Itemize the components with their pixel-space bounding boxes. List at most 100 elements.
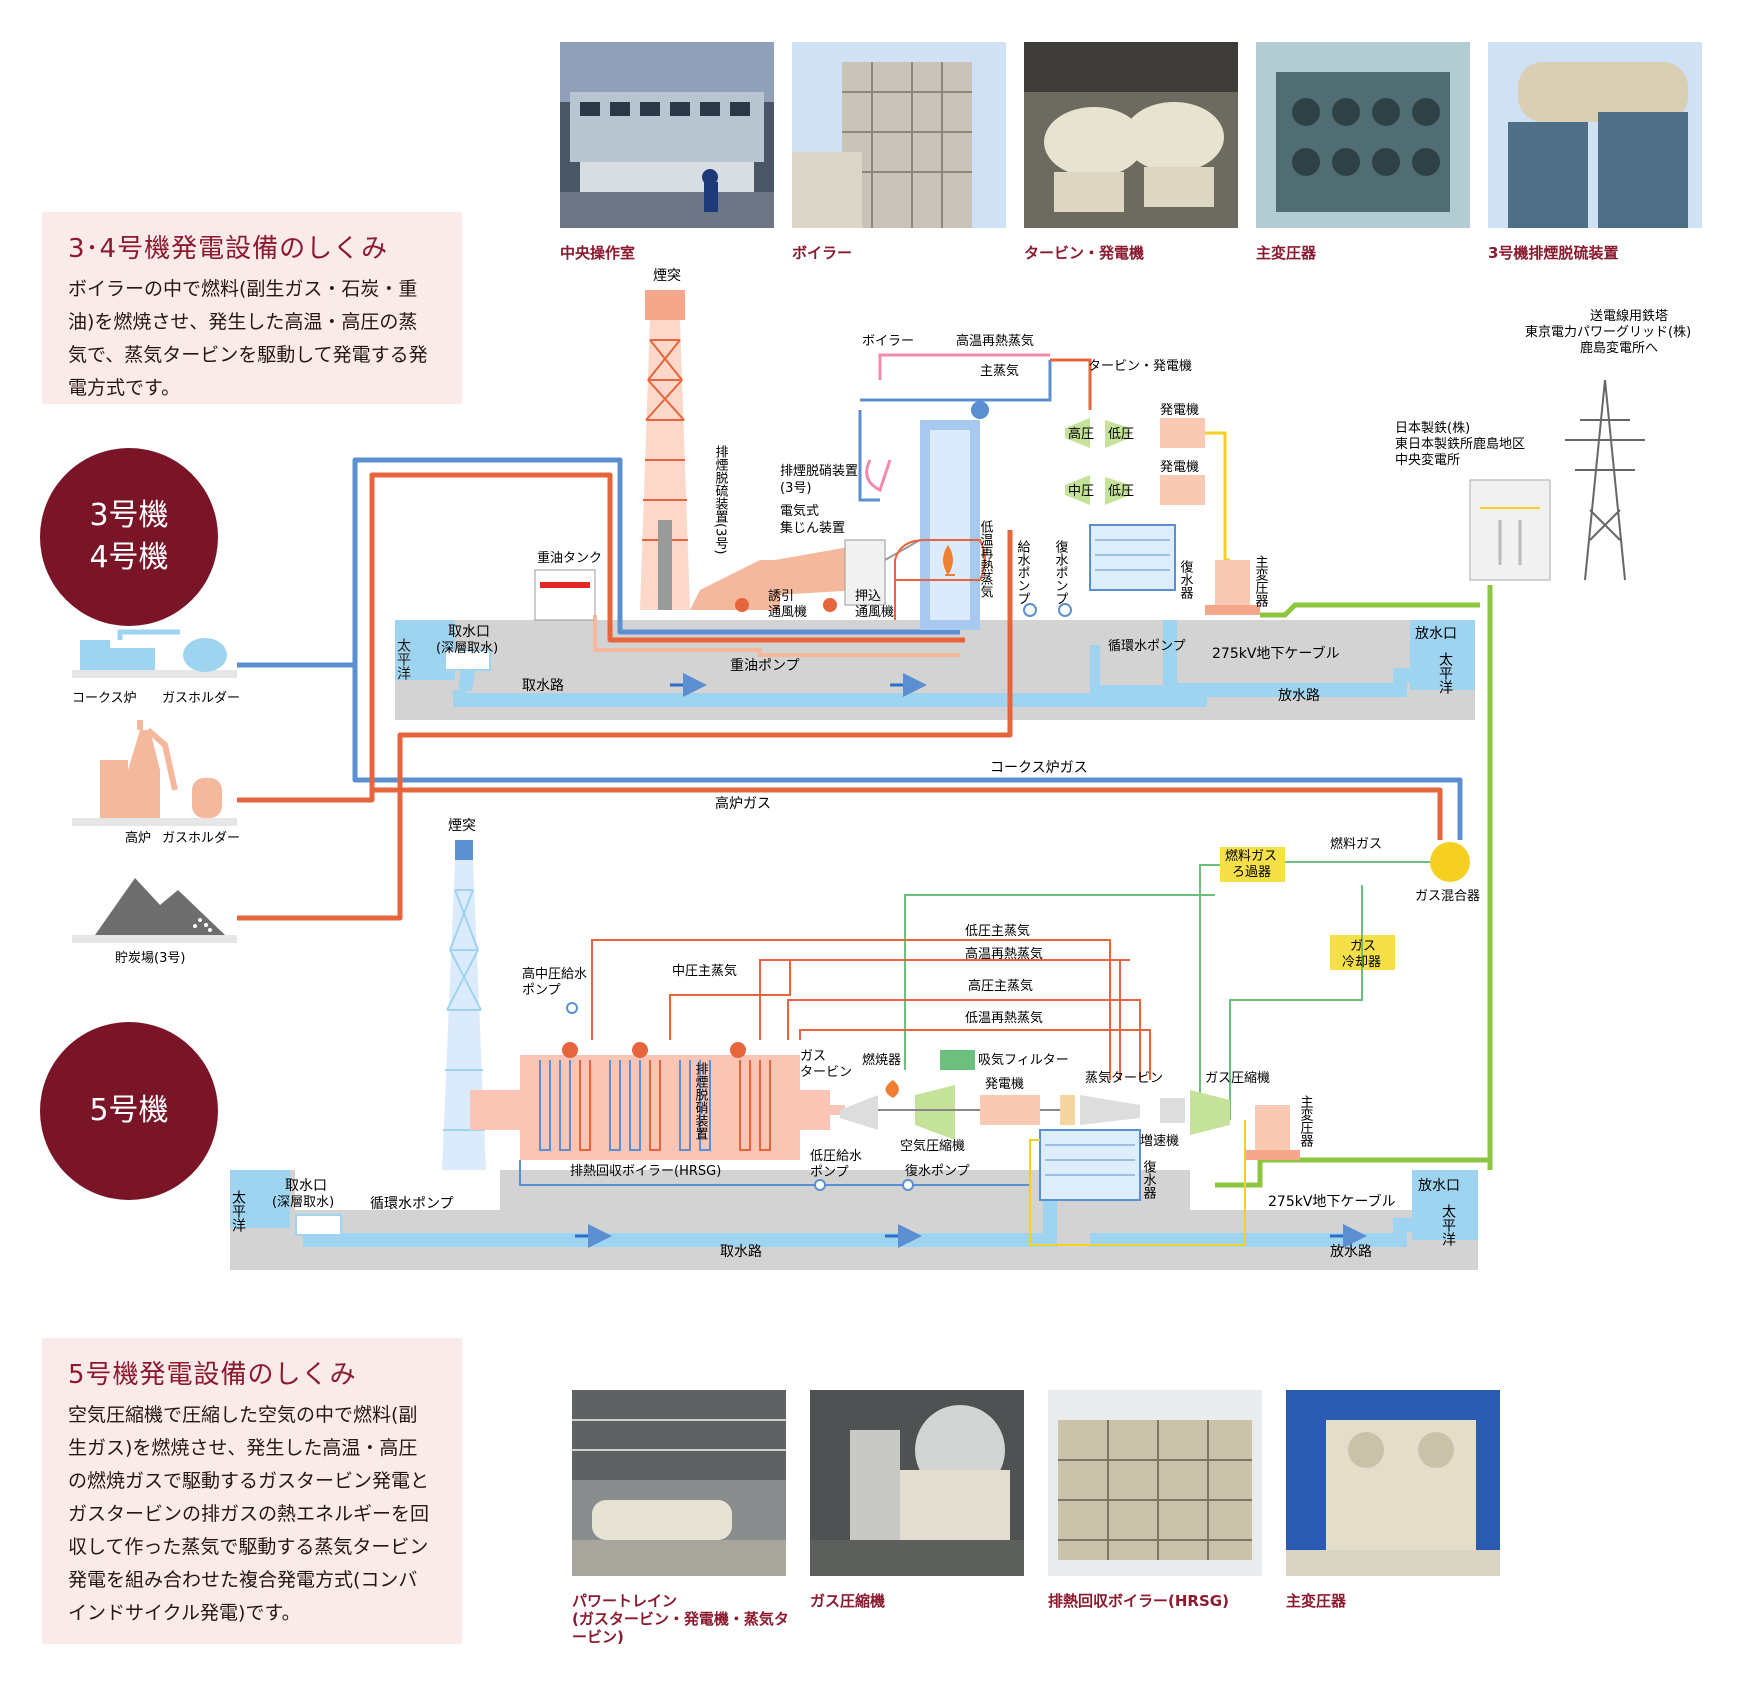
unit-badge-5: 5号機 bbox=[40, 1022, 218, 1200]
scr-5-label: 排煙脱硝装置 bbox=[693, 1062, 709, 1140]
unit-badge-5-label: 5号機 bbox=[89, 1093, 169, 1128]
combustor-label: 燃焼器 bbox=[862, 1052, 901, 1068]
intake-label-34: 取水口 bbox=[448, 624, 490, 640]
photo-hrsg bbox=[1048, 1390, 1262, 1576]
info-title-34: 3･4号機発電設備のしくみ bbox=[68, 234, 389, 264]
idf-label-1: 誘引 bbox=[768, 589, 794, 604]
fdf-label-2: 通風機 bbox=[855, 605, 894, 620]
pacific-left-5: 太平洋 bbox=[230, 1190, 246, 1232]
air-comp-label: 空気圧縮機 bbox=[900, 1138, 965, 1154]
boiler-34-icon bbox=[858, 353, 1052, 630]
esp-label-1: 電気式 bbox=[780, 503, 819, 519]
nsc-label-2: 東日本製鉄所鹿島地区 bbox=[1395, 436, 1525, 452]
info-box-units-34: 3･4号機発電設備のしくみ ボイラーの中で燃料(副生ガス・石炭・重油)を燃焼させ… bbox=[42, 212, 462, 404]
flue-gas-system-icon bbox=[690, 539, 921, 612]
tower-label-1: 送電線用鉄塔 bbox=[1590, 308, 1668, 324]
gen1-label: 発電機 bbox=[1160, 403, 1199, 418]
ip-label: 中圧 bbox=[1068, 484, 1094, 499]
coal-line bbox=[237, 530, 1013, 921]
chimney-34-icon bbox=[640, 290, 690, 610]
photo-turbine bbox=[1024, 42, 1238, 228]
photo-boiler bbox=[792, 42, 1006, 228]
power-train-photo-icon bbox=[572, 1390, 786, 1576]
gas-comp-label: ガス圧縮機 bbox=[1205, 1070, 1270, 1086]
lp2-label: 低圧 bbox=[1108, 484, 1134, 499]
turbine-photo-icon bbox=[1024, 42, 1238, 228]
control-room-photo-icon bbox=[560, 42, 774, 228]
unit-badge-3-label: 3号機 bbox=[89, 498, 169, 533]
gearbox-label: 増速機 bbox=[1140, 1134, 1179, 1149]
fdf-label-1: 押込 bbox=[855, 589, 881, 604]
blast-furnace-label: 高炉 bbox=[125, 830, 151, 846]
nsc-label-3: 中央変電所 bbox=[1395, 452, 1460, 468]
caption-transformer-bottom: 主変圧器 bbox=[1286, 1592, 1347, 1610]
gas-compressor-photo-icon bbox=[810, 1390, 1024, 1576]
intake-sub-34: (深層取水) bbox=[436, 641, 498, 656]
photo-desulfurization bbox=[1488, 42, 1702, 228]
substation-icon bbox=[1469, 479, 1551, 1170]
coke-gas-header bbox=[352, 665, 1463, 840]
lp-feed-label-2: ポンプ bbox=[810, 1165, 849, 1180]
coke-oven-label: コークス炉 bbox=[72, 691, 137, 706]
gt-label-1: ガス bbox=[800, 1049, 826, 1064]
fuel-gas-label: 燃料ガス bbox=[1330, 836, 1382, 852]
coal-yard-icon bbox=[72, 878, 237, 943]
circ-pump-label-34: 循環水ポンプ bbox=[1108, 639, 1186, 654]
photo-gas-compressor bbox=[810, 1390, 1024, 1576]
gas-cooler-label-1: ガス bbox=[1350, 939, 1376, 954]
info-body-5: 空気圧縮機で圧縮した空気の中で燃料(副生ガス)を燃焼させ、発生した高温・高圧の燃… bbox=[68, 1404, 430, 1624]
gen-5-label: 発電機 bbox=[985, 1077, 1024, 1092]
discharge-label-34: 放水路 bbox=[1278, 688, 1320, 704]
gas-mixer-label: ガス混合器 bbox=[1415, 889, 1480, 904]
photo-control-room bbox=[560, 42, 774, 228]
intake-label-5: 取水口 bbox=[285, 1178, 327, 1194]
unit-badge-4-label: 4号機 bbox=[89, 540, 169, 575]
cable-label-5: 275kV地下ケーブル bbox=[1268, 1193, 1396, 1210]
air-filter-label: 吸気フィルター bbox=[978, 1052, 1069, 1068]
cable-label-34: 275kV地下ケーブル bbox=[1212, 645, 1340, 662]
cond-pump-label: 復水ポンプ bbox=[1053, 539, 1069, 605]
chimney-34-label: 煙突 bbox=[653, 268, 681, 284]
condenser-5-label: 復水器 bbox=[1141, 1159, 1157, 1200]
circ-pump-label-5: 循環水ポンプ bbox=[370, 1196, 454, 1212]
idf-label-2: 通風機 bbox=[768, 605, 807, 620]
caption-gas-compressor: ガス圧縮機 bbox=[810, 1592, 886, 1610]
coke-oven-icon bbox=[72, 629, 237, 678]
cr-steam-label: 低温再熱蒸気 bbox=[965, 1010, 1043, 1026]
caption-hrsg: 排熱回収ボイラー(HRSG) bbox=[1048, 1592, 1229, 1610]
caption-turbine: タービン・発電機 bbox=[1024, 244, 1145, 262]
intake-channel-5: 取水路 bbox=[720, 1244, 762, 1260]
caption-control-room: 中央操作室 bbox=[560, 244, 636, 262]
gas-cooler-label-2: 冷却器 bbox=[1342, 955, 1381, 970]
discharge-label-5: 放水路 bbox=[1330, 1244, 1372, 1260]
gt-label-2: タービン bbox=[800, 1065, 852, 1080]
tower-label-3: 鹿島変電所へ bbox=[1580, 340, 1658, 356]
gas-holder-2-label: ガスホルダー bbox=[162, 831, 240, 846]
gen2-label: 発電機 bbox=[1160, 460, 1199, 475]
denitration-label: 排煙脱硝装置 bbox=[780, 464, 858, 479]
steam-turbine-label: 蒸気タービン bbox=[1085, 1070, 1163, 1086]
coal-yard-label: 貯炭場(3号) bbox=[115, 951, 185, 966]
hip-pump-label-2: ポンプ bbox=[522, 983, 561, 998]
cold-reheat-label: 低温再熱蒸気 bbox=[978, 520, 994, 599]
power-train-5-icon bbox=[840, 1050, 1300, 1246]
photo-transformer-top bbox=[1256, 42, 1470, 228]
bf-gas-label: 高炉ガス bbox=[715, 795, 771, 812]
hot-reheat-label: 高温再熱蒸気 bbox=[956, 333, 1034, 349]
hrsg-label: 排熱回収ボイラー(HRSG) bbox=[570, 1164, 721, 1179]
pacific-left-34: 太平洋 bbox=[395, 638, 411, 680]
turbine-gen-label: タービン・発電機 bbox=[1088, 359, 1192, 374]
condenser-label: 復水器 bbox=[1178, 559, 1194, 600]
transformer-photo-icon bbox=[1286, 1390, 1500, 1576]
cond-pump-5-label: 復水ポンプ bbox=[905, 1163, 970, 1179]
hp-label: 高圧 bbox=[1068, 426, 1094, 442]
desulfurization-photo-icon bbox=[1488, 42, 1702, 228]
photo-transformer-bottom bbox=[1286, 1390, 1500, 1576]
info-title-5: 5号機発電設備のしくみ bbox=[68, 1360, 357, 1390]
coke-gas-line bbox=[237, 457, 960, 668]
oil-tank-icon bbox=[534, 569, 960, 657]
esp-label-2: 集じん装置 bbox=[780, 520, 845, 536]
transformer-photo-icon bbox=[1256, 42, 1470, 228]
